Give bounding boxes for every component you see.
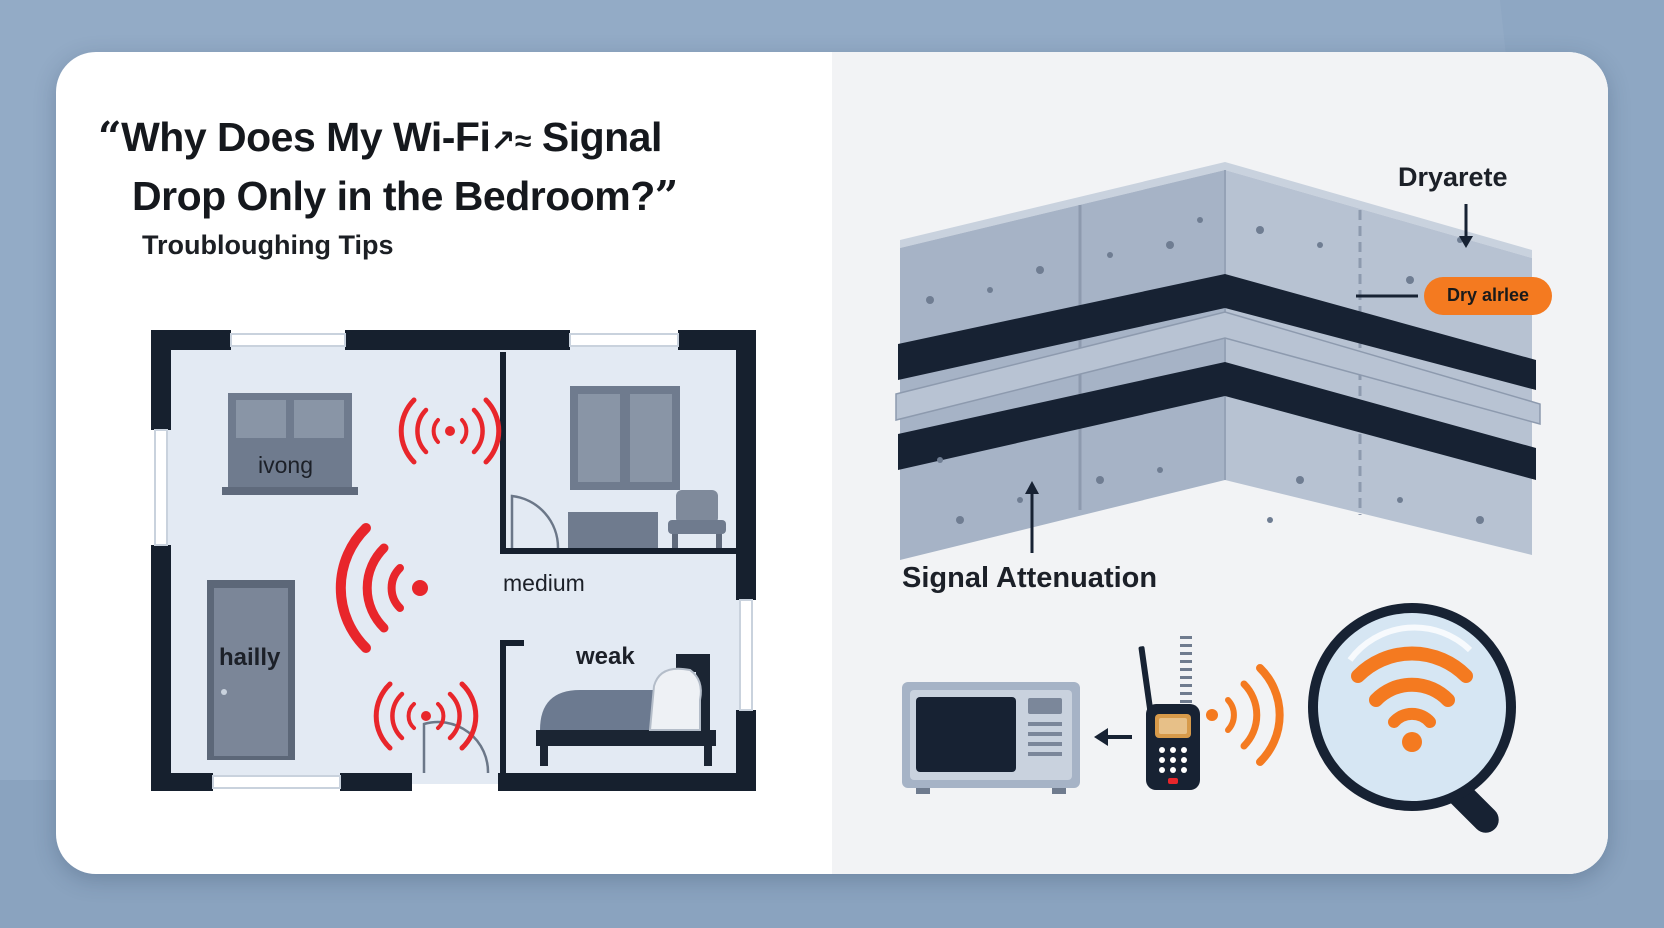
room-label-4: weak (576, 643, 635, 670)
page-title: “Why Does My Wi-Fi↗≈ Signal Drop Only in… (98, 113, 678, 220)
router-signal-icon (335, 397, 502, 751)
microwave-icon (902, 682, 1080, 794)
magnifier-wifi-icon (1308, 603, 1516, 833)
cordless-phone-icon (1138, 636, 1200, 790)
room-label-2: medium (503, 570, 585, 596)
floor-plan (151, 330, 756, 791)
bed-icon (536, 654, 716, 766)
room-label-1: ivong (258, 452, 313, 478)
concrete-wall (895, 162, 1552, 560)
wall-label-top: Dryarete (1398, 162, 1508, 192)
page-subtitle: Troubloughing Tips (142, 230, 394, 260)
wall-badge: Dry alrlee (1446, 285, 1530, 305)
phone-signal-icon (1206, 664, 1284, 766)
wall-label-bottom: Signal Attenuation (902, 562, 1158, 594)
room-label-3: hailly (219, 644, 281, 671)
